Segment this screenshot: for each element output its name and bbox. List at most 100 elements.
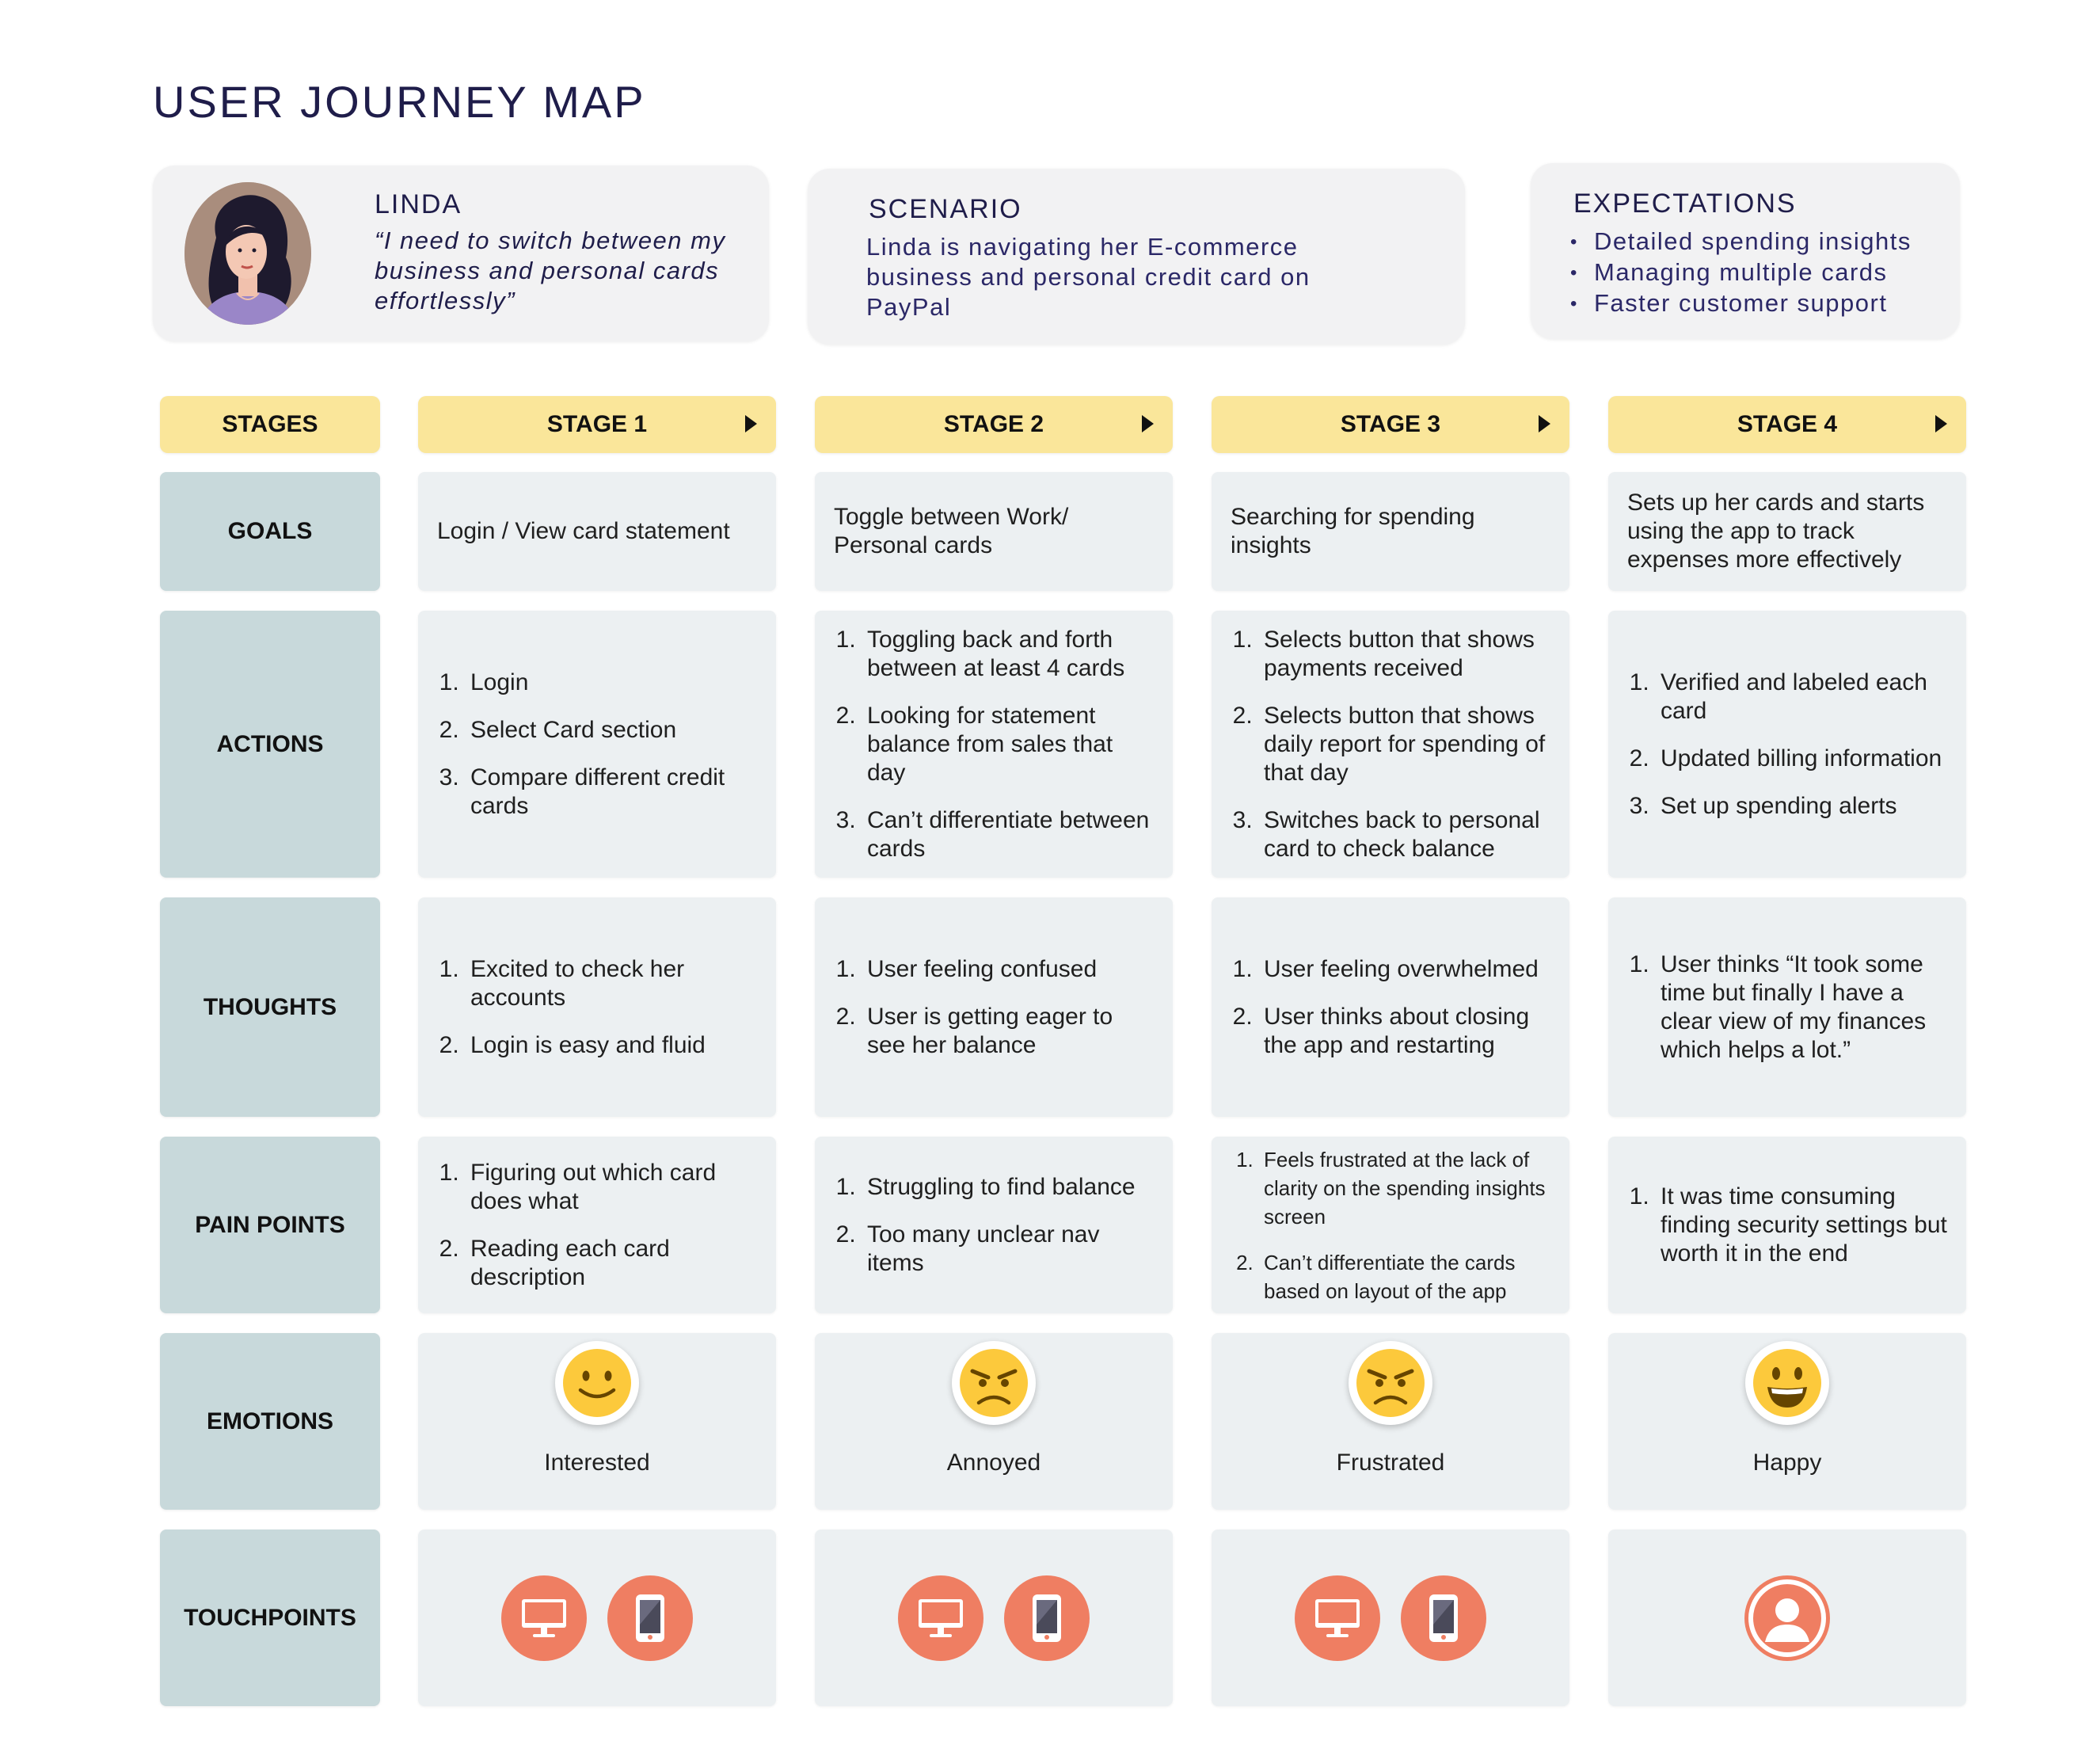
action-item: Can’t differentiate between cards bbox=[862, 806, 1154, 863]
actions-list: Toggling back and forth between at least… bbox=[834, 626, 1154, 863]
play-arrow-icon[interactable] bbox=[745, 415, 757, 432]
expectation-item: Detailed spending insights bbox=[1570, 227, 1912, 257]
persona-quote: “I need to switch between my business an… bbox=[375, 227, 726, 314]
stage-1-header[interactable]: STAGE 1 bbox=[418, 396, 776, 453]
row-label-touchpoints: TOUCHPOINTS bbox=[160, 1530, 380, 1706]
angry-face-icon bbox=[1349, 1341, 1432, 1425]
pain-point-item: Can’t differentiate the cards based on l… bbox=[1259, 1248, 1550, 1305]
stage-3-label: STAGE 3 bbox=[1340, 411, 1441, 437]
row-label-pain-points: PAIN POINTS bbox=[160, 1137, 380, 1313]
desktop-icon bbox=[1295, 1575, 1380, 1661]
emotion-cell-stage-1: Interested bbox=[418, 1333, 776, 1510]
scenario-title: SCENARIO bbox=[869, 194, 1022, 224]
thoughts-list: User feeling overwhelmed User thinks abo… bbox=[1231, 955, 1550, 1060]
play-arrow-icon[interactable] bbox=[1539, 415, 1550, 432]
emotion-cell-stage-3: Frustrated bbox=[1212, 1333, 1569, 1510]
action-item: Selects button that shows payments recei… bbox=[1259, 626, 1550, 683]
desktop-icon bbox=[898, 1575, 983, 1661]
stages-label: STAGES bbox=[160, 396, 380, 453]
touchpoints-cell-stage-2 bbox=[815, 1530, 1173, 1706]
goal-cell-stage-2: Toggle between Work/ Personal cards bbox=[815, 472, 1173, 591]
pain-points-list: Feels frustrated at the lack of clarity … bbox=[1231, 1145, 1550, 1305]
action-item: Selects button that shows daily report f… bbox=[1259, 702, 1550, 787]
actions-cell-stage-1: Login Select Card section Compare differ… bbox=[418, 611, 776, 878]
emotion-cell-stage-4: Happy bbox=[1608, 1333, 1966, 1510]
touchpoints-cell-stage-1 bbox=[418, 1530, 776, 1706]
action-item: Toggling back and forth between at least… bbox=[862, 626, 1154, 683]
row-label-goals: GOALS bbox=[160, 472, 380, 591]
angry-face-icon bbox=[952, 1341, 1036, 1425]
action-item: Select Card section bbox=[466, 716, 757, 745]
pain-point-item: Figuring out which card does what bbox=[466, 1159, 757, 1216]
persona-card: LINDA “I need to switch between my busin… bbox=[153, 166, 769, 341]
emotion-cell-stage-2: Annoyed bbox=[815, 1333, 1173, 1510]
row-label-emotions: EMOTIONS bbox=[160, 1333, 380, 1510]
thought-item: User feeling confused bbox=[862, 955, 1154, 984]
thoughts-cell-stage-2: User feeling confused User is getting ea… bbox=[815, 897, 1173, 1117]
pain-point-item: Reading each card description bbox=[466, 1235, 757, 1292]
action-item: Compare different credit cards bbox=[466, 764, 757, 821]
thought-item: Login is easy and fluid bbox=[466, 1031, 757, 1060]
pain-point-item: Feels frustrated at the lack of clarity … bbox=[1259, 1145, 1550, 1231]
pain-points-list: Struggling to find balance Too many uncl… bbox=[834, 1173, 1154, 1278]
touchpoints-cell-stage-4 bbox=[1608, 1530, 1966, 1706]
stage-3-header[interactable]: STAGE 3 bbox=[1212, 396, 1569, 453]
expectation-item: Managing multiple cards bbox=[1570, 257, 1912, 288]
scenario-card: SCENARIO Linda is navigating her E-comme… bbox=[808, 169, 1465, 345]
pain-points-list: It was time consuming finding security s… bbox=[1627, 1183, 1947, 1268]
action-item: Looking for statement balance from sales… bbox=[862, 702, 1154, 787]
emotion-label: Annoyed bbox=[946, 1450, 1041, 1476]
pain-points-cell-stage-2: Struggling to find balance Too many uncl… bbox=[815, 1137, 1173, 1313]
woman-portrait-icon bbox=[185, 182, 311, 325]
stage-4-label: STAGE 4 bbox=[1737, 411, 1838, 437]
play-arrow-icon[interactable] bbox=[1142, 415, 1154, 432]
stage-2-header[interactable]: STAGE 2 bbox=[815, 396, 1173, 453]
play-arrow-icon[interactable] bbox=[1935, 415, 1947, 432]
mobile-phone-icon bbox=[1401, 1575, 1486, 1661]
person-icon bbox=[1744, 1575, 1830, 1661]
row-label-thoughts: THOUGHTS bbox=[160, 897, 380, 1117]
thoughts-list: User thinks “It took some time but final… bbox=[1627, 950, 1947, 1065]
action-item: Updated billing information bbox=[1656, 745, 1947, 773]
thought-item: Excited to check her accounts bbox=[466, 955, 757, 1012]
pain-points-cell-stage-4: It was time consuming finding security s… bbox=[1608, 1137, 1966, 1313]
pain-point-item: Struggling to find balance bbox=[862, 1173, 1154, 1202]
action-item: Login bbox=[466, 669, 757, 697]
thoughts-cell-stage-4: User thinks “It took some time but final… bbox=[1608, 897, 1966, 1117]
thoughts-list: Excited to check her accounts Login is e… bbox=[437, 955, 757, 1060]
action-item: Verified and labeled each card bbox=[1656, 669, 1947, 726]
pain-points-list: Figuring out which card does what Readin… bbox=[437, 1159, 757, 1292]
thoughts-list: User feeling confused User is getting ea… bbox=[834, 955, 1154, 1060]
stage-4-header[interactable]: STAGE 4 bbox=[1608, 396, 1966, 453]
slightly-smiling-face-icon bbox=[555, 1341, 639, 1425]
thoughts-cell-stage-1: Excited to check her accounts Login is e… bbox=[418, 897, 776, 1117]
expectations-title: EXPECTATIONS bbox=[1573, 189, 1797, 219]
expectations-list: Detailed spending insights Managing mult… bbox=[1570, 227, 1912, 319]
row-label-actions: ACTIONS bbox=[160, 611, 380, 878]
mobile-phone-icon bbox=[1004, 1575, 1090, 1661]
pain-points-cell-stage-3: Feels frustrated at the lack of clarity … bbox=[1212, 1137, 1569, 1313]
mobile-phone-icon bbox=[607, 1575, 693, 1661]
emotion-label: Interested bbox=[544, 1450, 650, 1476]
stage-1-label: STAGE 1 bbox=[546, 411, 648, 437]
emotion-label: Happy bbox=[1752, 1450, 1822, 1476]
desktop-icon bbox=[501, 1575, 587, 1661]
pain-point-item: Too many unclear nav items bbox=[862, 1221, 1154, 1278]
emotion-label: Frustrated bbox=[1336, 1450, 1445, 1476]
page-title: USER JOURNEY MAP bbox=[153, 77, 646, 127]
actions-list: Selects button that shows payments recei… bbox=[1231, 626, 1550, 863]
goal-cell-stage-3: Searching for spending insights bbox=[1212, 472, 1569, 591]
actions-cell-stage-2: Toggling back and forth between at least… bbox=[815, 611, 1173, 878]
actions-cell-stage-4: Verified and labeled each card Updated b… bbox=[1608, 611, 1966, 878]
thought-item: User thinks “It took some time but final… bbox=[1656, 950, 1947, 1065]
actions-list: Verified and labeled each card Updated b… bbox=[1627, 669, 1947, 821]
expectation-item: Faster customer support bbox=[1570, 288, 1912, 319]
goal-cell-stage-4: Sets up her cards and starts using the a… bbox=[1608, 472, 1966, 591]
stage-2-label: STAGE 2 bbox=[943, 411, 1044, 437]
thought-item: User feeling overwhelmed bbox=[1259, 955, 1550, 984]
actions-list: Login Select Card section Compare differ… bbox=[437, 669, 757, 821]
scenario-text: Linda is navigating her E-commerce busin… bbox=[866, 233, 1311, 321]
pain-point-item: It was time consuming finding security s… bbox=[1656, 1183, 1947, 1268]
action-item: Set up spending alerts bbox=[1656, 792, 1947, 821]
actions-cell-stage-3: Selects button that shows payments recei… bbox=[1212, 611, 1569, 878]
